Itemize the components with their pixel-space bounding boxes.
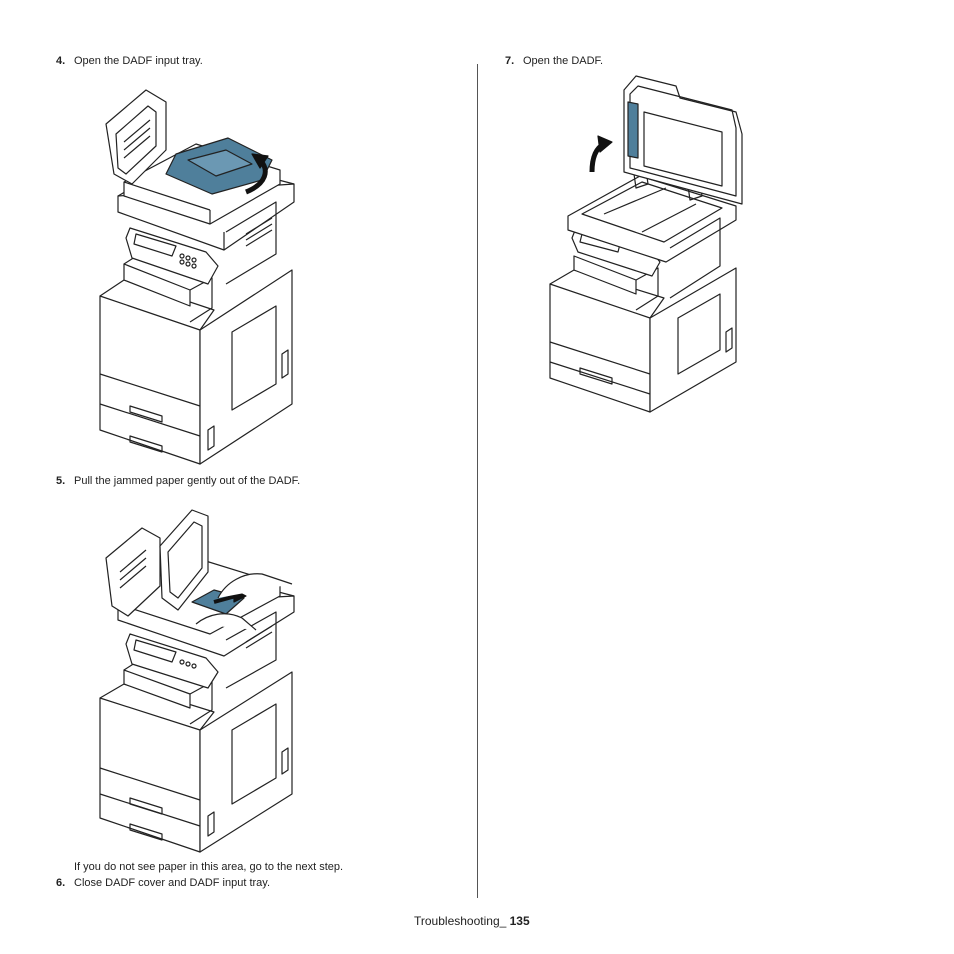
step-5: 5. Pull the jammed paper gently out of th… — [56, 474, 300, 488]
page-footer: Troubleshooting_ 135 — [414, 914, 530, 928]
printer-illustration-open-input-tray — [96, 84, 296, 468]
column-divider — [477, 64, 478, 898]
step-6: 6. Close DADF cover and DADF input tray. — [56, 876, 270, 890]
step-number: 6. — [56, 877, 66, 889]
footer-section: Troubleshooting_ — [414, 914, 510, 928]
step-text: Open the DADF. — [523, 55, 604, 67]
step-number: 5. — [56, 475, 66, 487]
step-number: 7. — [505, 55, 515, 67]
step-7: 7. Open the DADF. — [505, 54, 603, 68]
step-text: Close DADF cover and DADF input tray. — [74, 877, 271, 889]
step-text: Pull the jammed paper gently out of the … — [74, 475, 301, 487]
printer-illustration-pull-jammed-paper — [96, 502, 296, 856]
page-number: 135 — [509, 914, 530, 928]
step-4: 4. Open the DADF input tray. — [56, 54, 203, 68]
step-number: 4. — [56, 55, 66, 67]
note-next-step: If you do not see paper in this area, go… — [74, 861, 344, 873]
printer-illustration-open-dadf — [546, 72, 746, 416]
step-text: Open the DADF input tray. — [74, 55, 203, 67]
